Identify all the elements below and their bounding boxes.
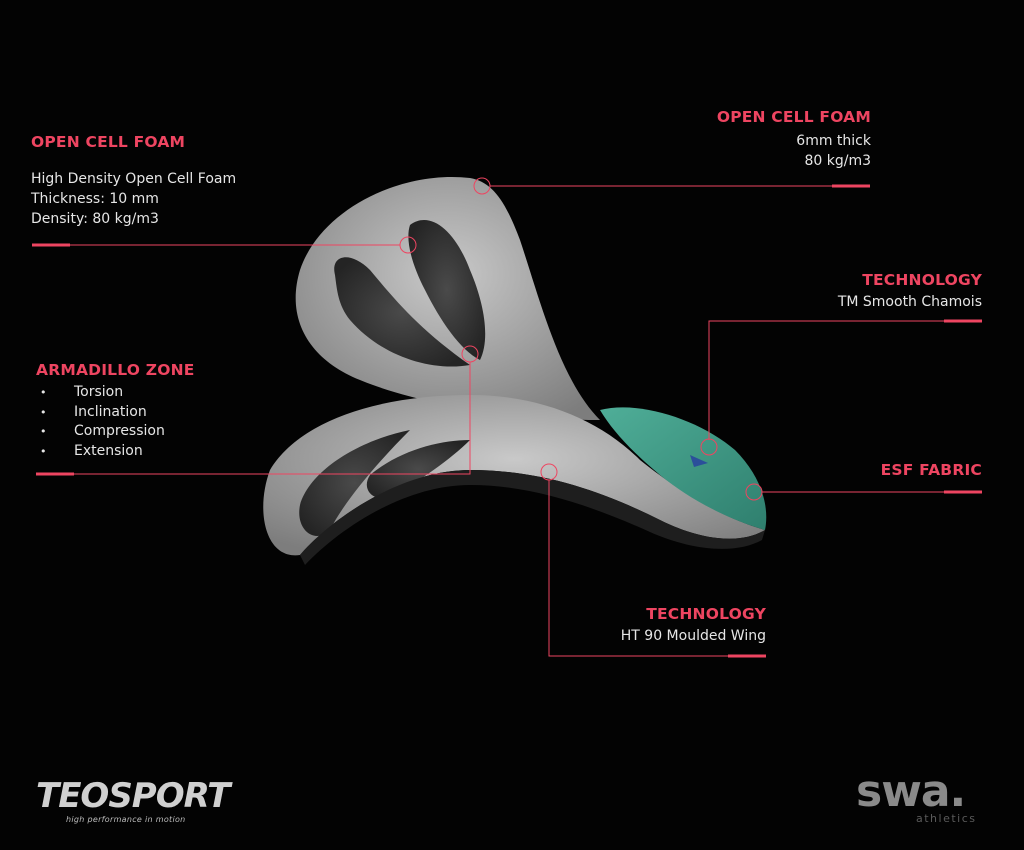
tech-wing-line: HT 90 Moulded Wing — [620, 628, 766, 644]
pad-green-chamois — [600, 407, 767, 530]
swa-logo: swa. — [856, 766, 966, 817]
armadillo-list: Torsion Inclination Compression Extensio… — [36, 383, 165, 461]
left-foam-line: Density: 80 kg/m3 — [31, 211, 159, 227]
pad-lower-panel — [263, 395, 765, 556]
tech-chamois-description: TM Smooth Chamois — [838, 292, 982, 312]
list-item: Inclination — [36, 403, 165, 423]
tech-chamois-title: TECHNOLOGY — [862, 271, 982, 289]
list-item: Compression — [36, 422, 165, 442]
pad-upper-channel-1 — [334, 257, 470, 367]
tech-wing-title: TECHNOLOGY — [646, 605, 766, 623]
teosport-tagline: high performance in motion — [66, 815, 186, 824]
top-foam-line: 6mm thick — [796, 133, 871, 149]
left-foam-line: High Density Open Cell Foam — [31, 171, 237, 187]
top-foam-line: 80 kg/m3 — [804, 153, 871, 169]
pad-lower-channel-2 — [366, 440, 470, 499]
tech-wing-description: HT 90 Moulded Wing — [621, 626, 766, 646]
list-item: Torsion — [36, 383, 165, 403]
armadillo-title: ARMADILLO ZONE — [36, 361, 195, 379]
teosport-logo: TEOSPORT — [36, 776, 230, 816]
top-foam-title: OPEN CELL FOAM — [716, 108, 871, 126]
swa-tagline: athletics — [916, 812, 977, 825]
esf-title: ESF FABRIC — [880, 461, 982, 479]
left-foam-description: High Density Open Cell Foam Thickness: 1… — [31, 169, 236, 229]
leader-lines — [32, 177, 982, 657]
list-item: Extension — [36, 442, 165, 462]
top-foam-description: 6mm thick 80 kg/m3 — [796, 131, 871, 171]
left-foam-title: OPEN CELL FOAM — [31, 133, 186, 151]
underline-accents — [32, 184, 982, 658]
pad-upper-channel-2 — [408, 220, 486, 360]
pad-base-edge — [300, 470, 765, 565]
pad-lower-channel-1 — [299, 430, 410, 536]
tech-chamois-line: TM Smooth Chamois — [837, 294, 982, 310]
chamois-logo-mark — [690, 455, 708, 467]
left-foam-line: Thickness: 10 mm — [31, 191, 159, 207]
